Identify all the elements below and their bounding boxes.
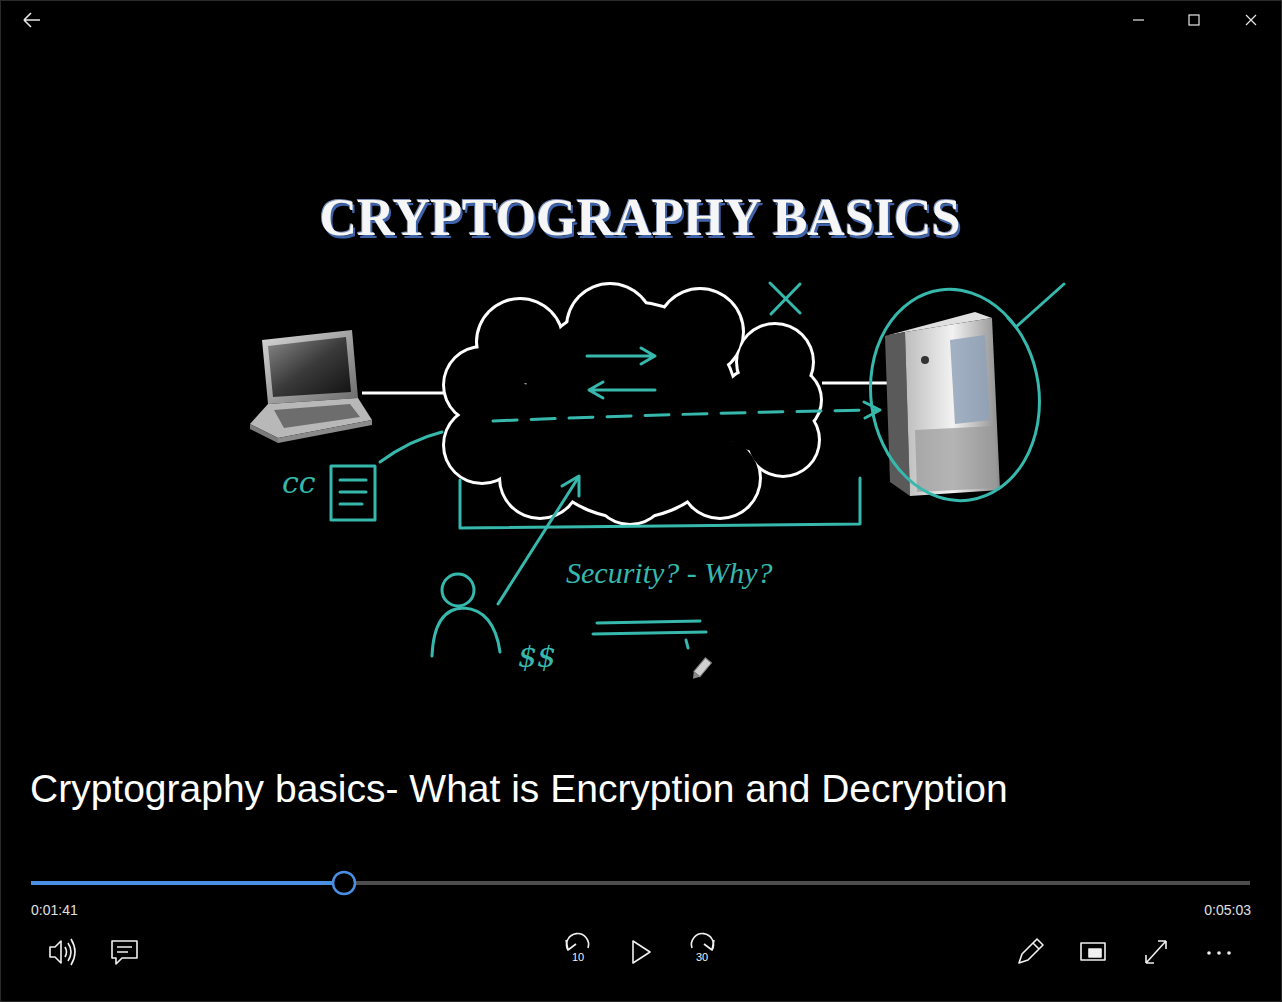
forward-arrow: [704, 940, 714, 950]
minimize-icon: [1133, 19, 1144, 20]
volume-waves: [65, 939, 75, 965]
annotations: [331, 278, 1064, 656]
subtitles-icon: [112, 941, 137, 964]
cloud-outline: [442, 282, 823, 526]
skip-seconds: 30: [696, 951, 708, 964]
server-button: [921, 356, 929, 364]
total-time: 0:05:03: [1204, 902, 1251, 918]
rewind-arrow: [566, 940, 576, 950]
handwritten-note: cc: [282, 466, 316, 501]
video-title: Cryptography basics- What is Encryption …: [30, 767, 1008, 812]
pen-icon: [1019, 939, 1043, 963]
laptop-screen: [268, 337, 351, 397]
handwritten-note: $$: [518, 640, 556, 675]
cloud-inner: [445, 285, 820, 523]
progress-knob: [333, 872, 355, 894]
ink-tick: [686, 640, 688, 648]
check-mark: [1008, 284, 1064, 327]
laptop-edge: [250, 424, 278, 443]
document-lines: [340, 480, 366, 504]
rewind-icon: [567, 934, 589, 950]
server-illustration: [885, 312, 1000, 496]
server-panel: [915, 426, 997, 492]
network-wire: [362, 392, 446, 395]
miniview-inner: [1089, 949, 1101, 957]
laptop-lid: [262, 330, 358, 404]
highlight-circle: [857, 278, 1053, 511]
elapsed-time: 0:01:41: [31, 902, 78, 918]
document-icon: [331, 466, 375, 520]
server-vent: [950, 335, 990, 424]
more-dot: [1207, 951, 1211, 955]
attack-arrowhead: [562, 476, 579, 496]
more-icon: [1207, 951, 1231, 955]
flow-arrowhead: [864, 402, 880, 418]
slide-title: CRYPTOGRAPHY BASICS: [319, 188, 960, 248]
close-icon: [1246, 15, 1256, 25]
forward-icon: [691, 934, 713, 950]
more-dot: [1217, 951, 1221, 955]
server-front: [905, 318, 1000, 496]
laptop-illustration: [250, 330, 372, 443]
cloud-fill: [523, 303, 737, 517]
volume-icon: [50, 941, 61, 963]
cross-mark: [770, 283, 800, 314]
laptop-keyboard: [274, 404, 360, 428]
progress-track: [31, 881, 1250, 885]
cloud-fill: [718, 368, 802, 452]
underline: [593, 621, 706, 634]
pen-tip: [690, 672, 700, 682]
cloud-outer: [442, 282, 823, 526]
network-wire: [822, 382, 896, 385]
left-arrow: [589, 382, 655, 398]
handwritten-note: Security? - Why?: [566, 556, 773, 591]
pen-cursor: [690, 658, 712, 682]
skip-seconds: 10: [572, 951, 584, 964]
play-icon: [633, 941, 650, 963]
controls: [50, 934, 1166, 965]
right-arrow: [587, 348, 655, 364]
person-head: [442, 574, 474, 606]
cloud-fill: [468, 378, 542, 452]
subtitles-lines: [117, 947, 132, 952]
bracket: [460, 478, 860, 528]
more-dot: [1227, 951, 1231, 955]
leader-line: [380, 432, 442, 462]
dashed-flow: [493, 410, 876, 421]
person-body: [432, 608, 500, 656]
fullscreen-icon: [1146, 941, 1166, 963]
miniview-icon: [1081, 943, 1105, 960]
laptop-edge: [278, 420, 372, 443]
progress-fill: [31, 881, 344, 885]
maximize-icon: [1189, 15, 1199, 25]
back-arrow: [24, 13, 40, 27]
